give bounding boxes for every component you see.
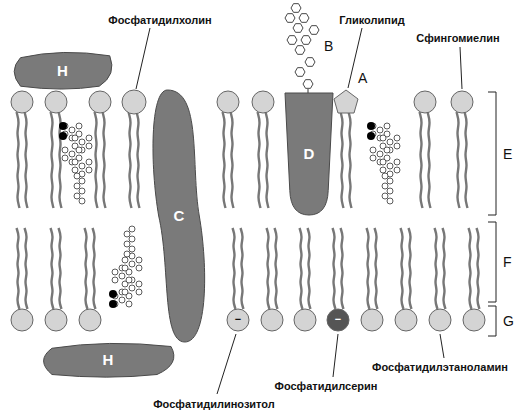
lipid-head [414,91,436,113]
lipid-name: Сфингомиелин [416,32,499,45]
fatty-acid-tail [95,112,98,208]
lipid-head [261,309,283,331]
fatty-acid-tail [375,228,378,309]
lipid-head [361,309,383,331]
fatty-acid-tail [85,228,88,309]
lipid-name: Фосфатидилэтаноламин [372,361,508,374]
lipid-head [89,91,111,113]
protein-shape: C [150,90,208,342]
fatty-acid-tail [93,228,96,309]
fatty-acid-tail [401,228,404,309]
fatty-acid-tail [51,228,54,309]
fatty-acid-tail [341,228,344,309]
protein-shape: D [285,93,333,215]
charge-sign: − [335,313,341,326]
part-letter: C [174,208,185,225]
fatty-acid-tail [465,112,468,208]
fatty-acid-tail [233,228,236,309]
fatty-acid-tail [275,228,278,309]
fatty-acid-tail [137,112,140,208]
fatty-acid-tail [457,112,460,208]
lipid-head [11,309,33,331]
layer-letter: G [503,313,514,330]
lipid-name: Фосфатидилхолин [108,14,211,27]
fatty-acid-tail [428,112,431,208]
oligosaccharide [285,4,319,93]
layer-bracket [488,92,496,336]
fatty-acid-tail [223,112,226,208]
layer-letter: E [503,146,512,163]
lipid-head [294,309,316,331]
fatty-acid-tail [25,228,28,309]
lipid-head [227,309,249,331]
part-letter: H [57,63,68,80]
lipid-head [122,90,146,114]
fatty-acid-tail [420,112,423,208]
fatty-acid-tail [308,228,311,309]
cholesterol [367,122,400,204]
lipid-name: Фосфатидилсерин [275,380,378,393]
lipid-bilayer [11,90,485,331]
cholesterol [59,122,92,204]
lipid-head [327,309,349,331]
part-letter: B [324,38,333,55]
lipid-name: Фосфатидилинозитол [153,398,275,411]
fatty-acid-tail [25,112,28,208]
protein-shape: H [10,52,115,90]
layer-letter: F [503,254,512,271]
lipid-head [451,91,473,113]
fatty-acid-tail [333,228,336,309]
fatty-acid-tail [435,228,438,309]
fatty-acid-tail [51,112,54,208]
fatty-acid-tail [17,228,20,309]
lipid-head [395,309,417,331]
lipid-head [252,91,274,113]
fatty-acid-tail [443,228,446,309]
lipid-head [79,309,101,331]
lipid-head [11,91,33,113]
fatty-acid-tail [266,112,269,208]
lipid-head [463,309,485,331]
cholesterol [109,226,142,308]
fatty-acid-tail [241,228,244,309]
glycolipid-head [334,90,358,113]
part-letter: A [358,70,367,87]
fatty-acid-tail [59,228,62,309]
fatty-acid-tail [103,112,106,208]
fatty-acid-tail [469,228,472,309]
fatty-acid-tail [341,112,344,208]
lipid-head [217,91,239,113]
lipid-name: Гликолипид [339,14,404,27]
part-letter: H [103,352,114,369]
leader-lines [136,28,462,394]
fatty-acid-tail [258,112,261,208]
lipid-head [45,309,67,331]
protein-shape: H [38,343,178,378]
fatty-acid-tail [367,228,370,309]
lipid-head [429,309,451,331]
fatty-acid-tail [17,112,20,208]
fatty-acid-tail [231,112,234,208]
fatty-acid-tail [477,228,480,309]
part-letter: D [304,146,315,163]
fatty-acid-tail [267,228,270,309]
fatty-acid-tail [349,112,352,208]
fatty-acid-tail [300,228,303,309]
fatty-acid-tail [409,228,412,309]
charge-sign: − [235,313,241,326]
fatty-acid-tail [129,112,132,208]
lipid-head [45,91,67,113]
